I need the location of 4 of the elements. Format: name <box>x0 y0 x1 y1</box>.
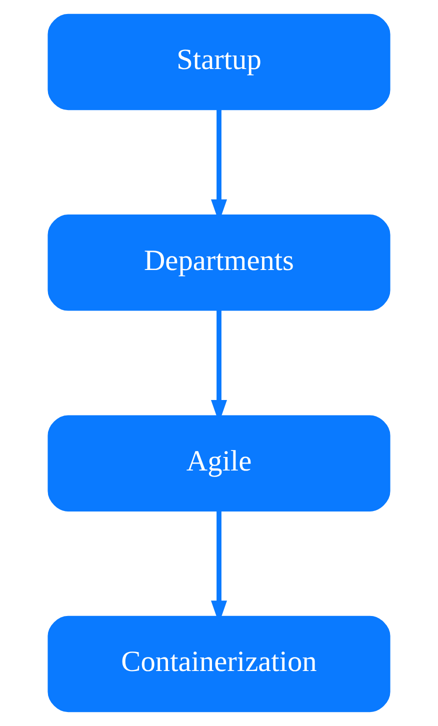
node-box: Departments <box>48 214 390 311</box>
node-box: Agile <box>48 415 390 512</box>
node-box: Startup <box>48 14 390 110</box>
node-box: Containerization <box>48 616 390 712</box>
